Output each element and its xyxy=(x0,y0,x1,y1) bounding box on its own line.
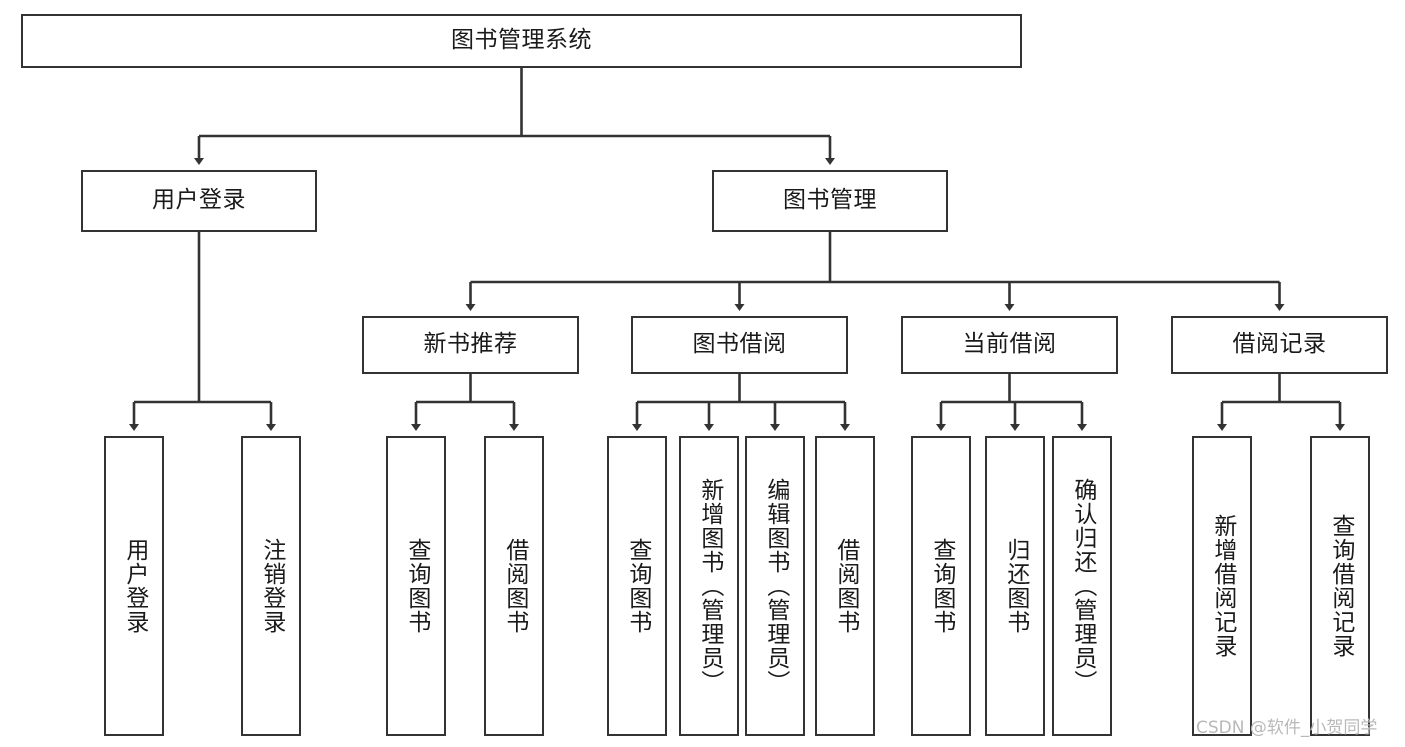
node-level2-book-management[interactable]: 图书管理 xyxy=(712,170,948,232)
node-label: 编辑图书（管理员） xyxy=(762,478,789,694)
node-level3-current-borrow[interactable]: 当前借阅 xyxy=(901,316,1118,374)
node-label: 注销登录 xyxy=(258,538,285,634)
node-leaf-add-book-admin[interactable]: 新增图书（管理员） xyxy=(679,436,739,736)
node-leaf-confirm-return-admin[interactable]: 确认归还（管理员） xyxy=(1052,436,1112,736)
node-level3-new-book-recommend[interactable]: 新书推荐 xyxy=(362,316,579,374)
node-label: 确认归还（管理员） xyxy=(1069,478,1096,694)
watermark-text: CSDN @软件_小贺同学 xyxy=(1196,718,1378,738)
node-label: 借阅图书 xyxy=(501,538,528,634)
node-leaf-query-book[interactable]: 查询图书 xyxy=(607,436,667,736)
node-label: 查询图书 xyxy=(403,538,430,634)
node-leaf-return-book[interactable]: 归还图书 xyxy=(985,436,1045,736)
node-label: 用户登录 xyxy=(121,538,148,634)
node-leaf-logout[interactable]: 注销登录 xyxy=(241,436,301,736)
node-level3-book-borrow[interactable]: 图书借阅 xyxy=(631,316,848,374)
node-leaf-user-login[interactable]: 用户登录 xyxy=(104,436,164,736)
node-leaf-borrow-book-recommend[interactable]: 借阅图书 xyxy=(484,436,544,736)
node-level3-borrow-record[interactable]: 借阅记录 xyxy=(1171,316,1388,374)
node-label: 新书推荐 xyxy=(423,331,518,358)
node-label: 归还图书 xyxy=(1002,538,1029,634)
node-leaf-edit-book-admin[interactable]: 编辑图书（管理员） xyxy=(745,436,805,736)
node-leaf-add-borrow-record[interactable]: 新增借阅记录 xyxy=(1192,436,1252,736)
node-leaf-borrow-book[interactable]: 借阅图书 xyxy=(815,436,875,736)
node-label: 查询图书 xyxy=(928,538,955,634)
node-leaf-query-borrow-record[interactable]: 查询借阅记录 xyxy=(1310,436,1370,736)
node-label: 借阅图书 xyxy=(832,538,859,634)
node-root-图书管理系统[interactable]: 图书管理系统 xyxy=(21,14,1022,68)
node-label: 查询借阅记录 xyxy=(1327,514,1354,658)
node-level2-user-login[interactable]: 用户登录 xyxy=(81,170,317,232)
node-label: 借阅记录 xyxy=(1232,331,1327,358)
node-leaf-query-book-current[interactable]: 查询图书 xyxy=(911,436,971,736)
node-label: 用户登录 xyxy=(152,187,246,214)
node-label: 新增借阅记录 xyxy=(1209,514,1236,658)
node-leaf-query-book-recommend[interactable]: 查询图书 xyxy=(386,436,446,736)
node-label: 新增图书（管理员） xyxy=(696,478,723,694)
node-label: 图书管理 xyxy=(783,187,877,214)
node-label: 当前借阅 xyxy=(962,331,1057,358)
node-label: 图书管理系统 xyxy=(451,27,592,54)
node-label: 查询图书 xyxy=(624,538,651,634)
node-label: 图书借阅 xyxy=(692,331,787,358)
